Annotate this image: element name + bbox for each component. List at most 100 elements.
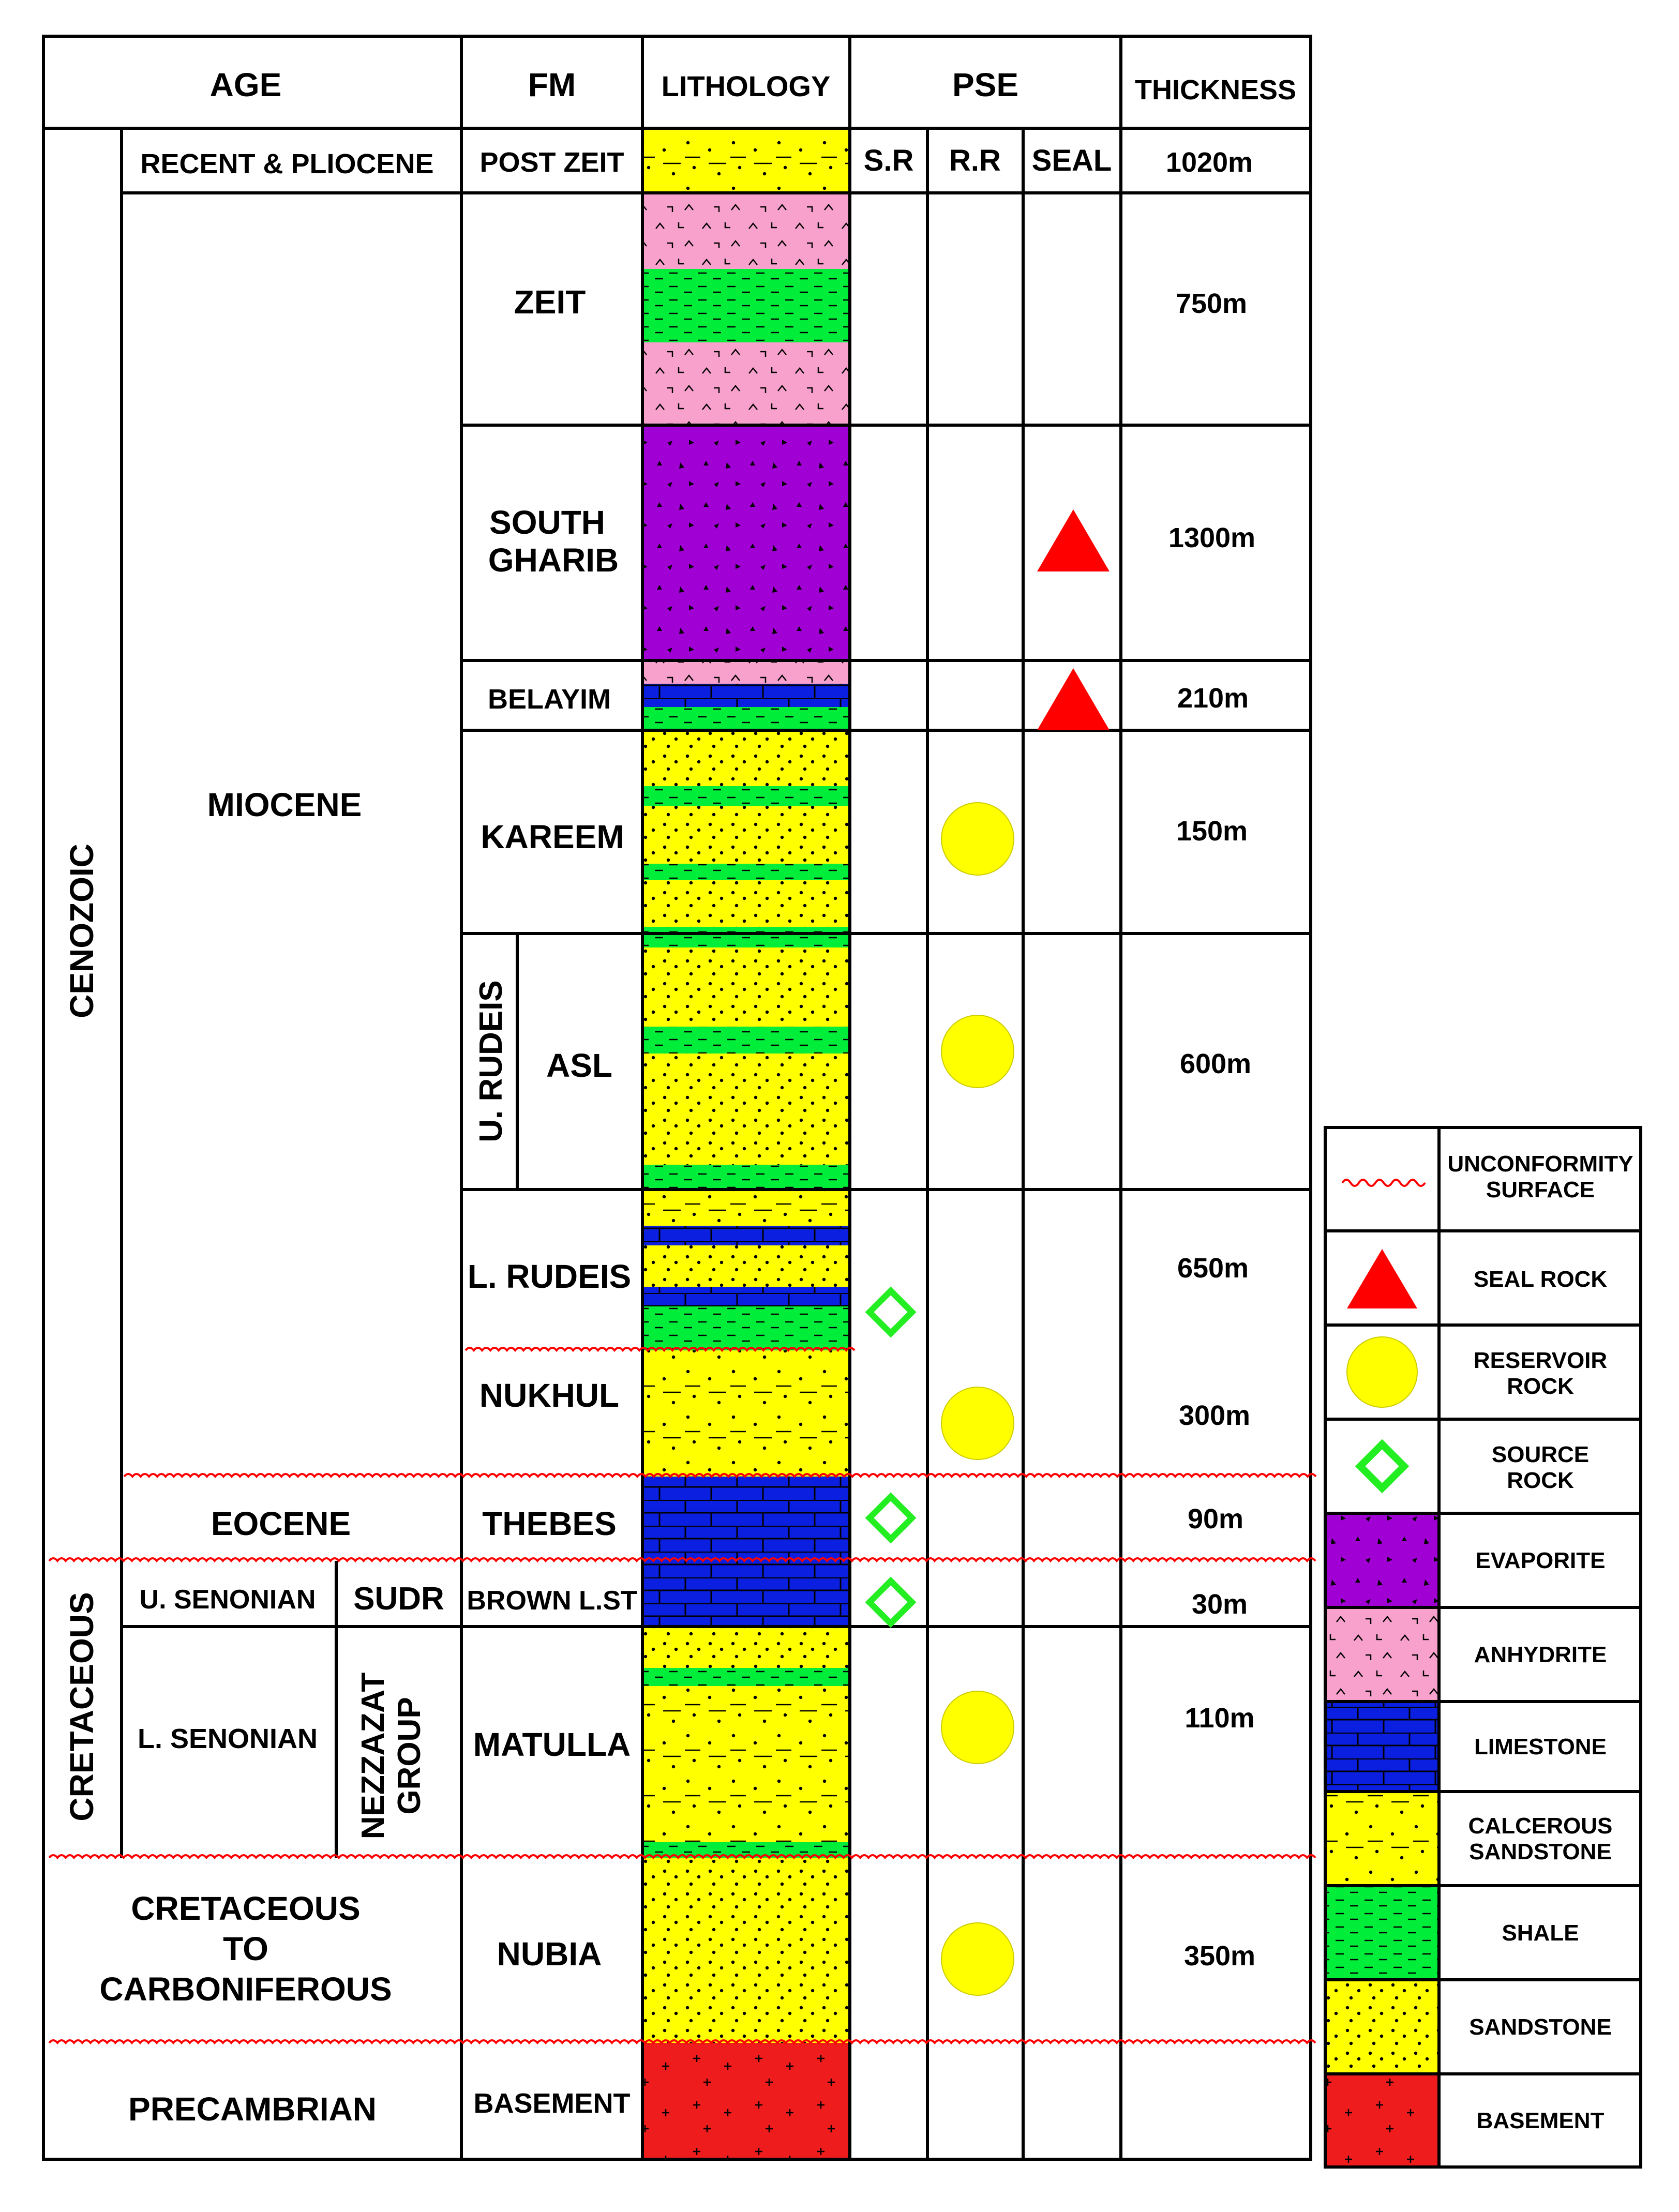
legend-label: SEAL ROCK (1474, 1267, 1608, 1292)
group-nezzazat-2: GROUP (392, 1697, 427, 1814)
litho-basement (642, 2043, 850, 2159)
basement-swatch (1327, 2075, 1437, 2165)
legend-label: BASEMENT (1477, 2108, 1605, 2133)
litho-lrudeis-limestone (642, 1287, 850, 1306)
litho-belayim-anhydrite (642, 660, 850, 684)
fm-l-rudeis: L. RUDEIS (468, 1258, 631, 1295)
reservoir-rock-icon (941, 1015, 1014, 1088)
evaporite-swatch (1327, 1515, 1437, 1606)
thickness-belayim: 210m (1177, 683, 1249, 714)
litho-lrudeis-calc-sandstone (642, 1190, 850, 1226)
group-sudr: SUDR (353, 1581, 444, 1617)
era-cenozoic: CENOZOIC (63, 844, 100, 1018)
litho-lrudeis-limestone (642, 1226, 850, 1245)
header: AGE FM LITHOLOGY PSE THICKNESS S.R R.R S… (210, 66, 1296, 177)
thickness-l-rudeis: 650m (1177, 1253, 1249, 1284)
header-seal: SEAL (1032, 144, 1112, 177)
litho-lrudeis-shale (642, 1306, 850, 1350)
epoch-cretaceous-to-carb-2: TO (223, 1930, 268, 1967)
epoch-recent-pliocene: RECENT & PLIOCENE (140, 148, 433, 179)
litho-belayim-limestone (642, 684, 850, 707)
header-rr: R.R (949, 144, 1001, 177)
legend-label: ROCK (1507, 1468, 1574, 1493)
source-rock-icon (865, 1492, 917, 1544)
fm-zeit: ZEIT (514, 283, 586, 321)
pse-symbols (865, 509, 1110, 1996)
fm-basement: BASEMENT (473, 2088, 630, 2119)
legend-label: UNCONFORMITY (1447, 1151, 1633, 1177)
thickness-kareem: 150m (1176, 816, 1248, 847)
legend: UNCONFORMITY SURFACE SEAL ROCK RESERVOIR… (1324, 1126, 1642, 2169)
thickness-nubia: 350m (1184, 1940, 1255, 1972)
litho-nukhul-calc-sandstone (642, 1350, 850, 1477)
legend-label: SURFACE (1486, 1177, 1595, 1202)
group-labels: U. RUDEIS SUDR NEZZAZAT GROUP (353, 980, 509, 1839)
header-sr: S.R (864, 144, 914, 177)
epoch-cretaceous-to-carb-1: CRETACEOUS (131, 1890, 360, 1927)
litho-lrudeis-sandstone (642, 1245, 850, 1287)
fm-asl: ASL (546, 1047, 612, 1084)
reservoir-rock-icon (941, 1691, 1014, 1764)
group-nezzazat-1: NEZZAZAT (355, 1673, 391, 1840)
legend-label: SANDSTONE (1469, 2014, 1611, 2040)
litho-kareem-sandstone (642, 730, 850, 927)
lithology-column (642, 128, 850, 2159)
litho-thebes-limestone (642, 1477, 850, 1561)
litho-brown-limestone (642, 1561, 850, 1627)
fm-kareem: KAREEM (481, 818, 624, 855)
unconformity-line (464, 1347, 856, 1352)
header-fm: FM (528, 66, 576, 103)
thickness-post-zeit: 1020m (1166, 147, 1253, 178)
calc-sandstone-swatch (1327, 1793, 1437, 1884)
epoch-miocene: MIOCENE (207, 786, 362, 823)
thickness-asl: 600m (1180, 1048, 1251, 1079)
litho-asl-shale (642, 1027, 850, 1054)
litho-zeit-anhydrite (642, 342, 850, 425)
fm-nubia: NUBIA (497, 1935, 602, 1973)
legend-label: RESERVOIR (1474, 1348, 1607, 1373)
fm-brown-lst: BROWN L.ST (467, 1586, 637, 1616)
table-grid (42, 35, 1312, 2161)
litho-matulla-sandstone (642, 1627, 850, 1668)
unconformity-line (48, 1854, 1316, 1860)
seal-rock-icon (1037, 668, 1110, 730)
limestone-swatch (1327, 1703, 1437, 1790)
unconformity-line (48, 1557, 1316, 1563)
litho-nubia-sandstone (642, 1858, 850, 2043)
unconformity-line (123, 1473, 1317, 1479)
thickness-brown-lst: 30m (1192, 1589, 1248, 1620)
legend-label: SOURCE (1492, 1442, 1589, 1467)
epoch-precambrian: PRECAMBRIAN (128, 2090, 377, 2128)
unconformity-swatch (1341, 1179, 1426, 1187)
litho-belayim-shale (642, 707, 850, 730)
epoch-eocene: EOCENE (211, 1505, 351, 1542)
litho-matulla-calc-sandstone (642, 1686, 850, 1842)
thickness-matulla: 110m (1185, 1703, 1254, 1734)
litho-southgharib-evaporite (642, 425, 850, 660)
seal-rock-icon (1037, 509, 1110, 571)
litho-kareem-shale (642, 927, 850, 947)
reservoir-rock-icon (941, 802, 1014, 876)
unconformity-line (48, 2039, 1316, 2045)
fm-thebes: THEBES (482, 1505, 617, 1542)
fm-belayim: BELAYIM (488, 684, 611, 715)
litho-zeit-anhydrite (642, 193, 850, 269)
legend-label: SHALE (1502, 1920, 1579, 1946)
legend-label: EVAPORITE (1475, 1548, 1605, 1573)
thickness-south-gharib: 1300m (1168, 522, 1255, 553)
litho-kareem-shale (642, 786, 850, 806)
reservoir-rock-icon (941, 1922, 1014, 1996)
reservoir-rock-icon (941, 1387, 1014, 1460)
fm-south-gharib-1: SOUTH (489, 504, 605, 541)
header-lithology: LITHOLOGY (662, 70, 831, 102)
shale-swatch (1327, 1887, 1437, 1978)
legend-label: CALCEROUS (1468, 1813, 1613, 1839)
source-rock-swatch-icon (1355, 1439, 1410, 1494)
legend-label: LIMESTONE (1474, 1734, 1607, 1759)
header-age: AGE (210, 66, 282, 103)
litho-matulla-shale (642, 1668, 850, 1686)
reservoir-rock-swatch-icon (1346, 1336, 1418, 1408)
epoch-l-senonian: L. SENONIAN (138, 1723, 318, 1754)
epoch-u-senonian: U. SENONIAN (140, 1585, 316, 1615)
